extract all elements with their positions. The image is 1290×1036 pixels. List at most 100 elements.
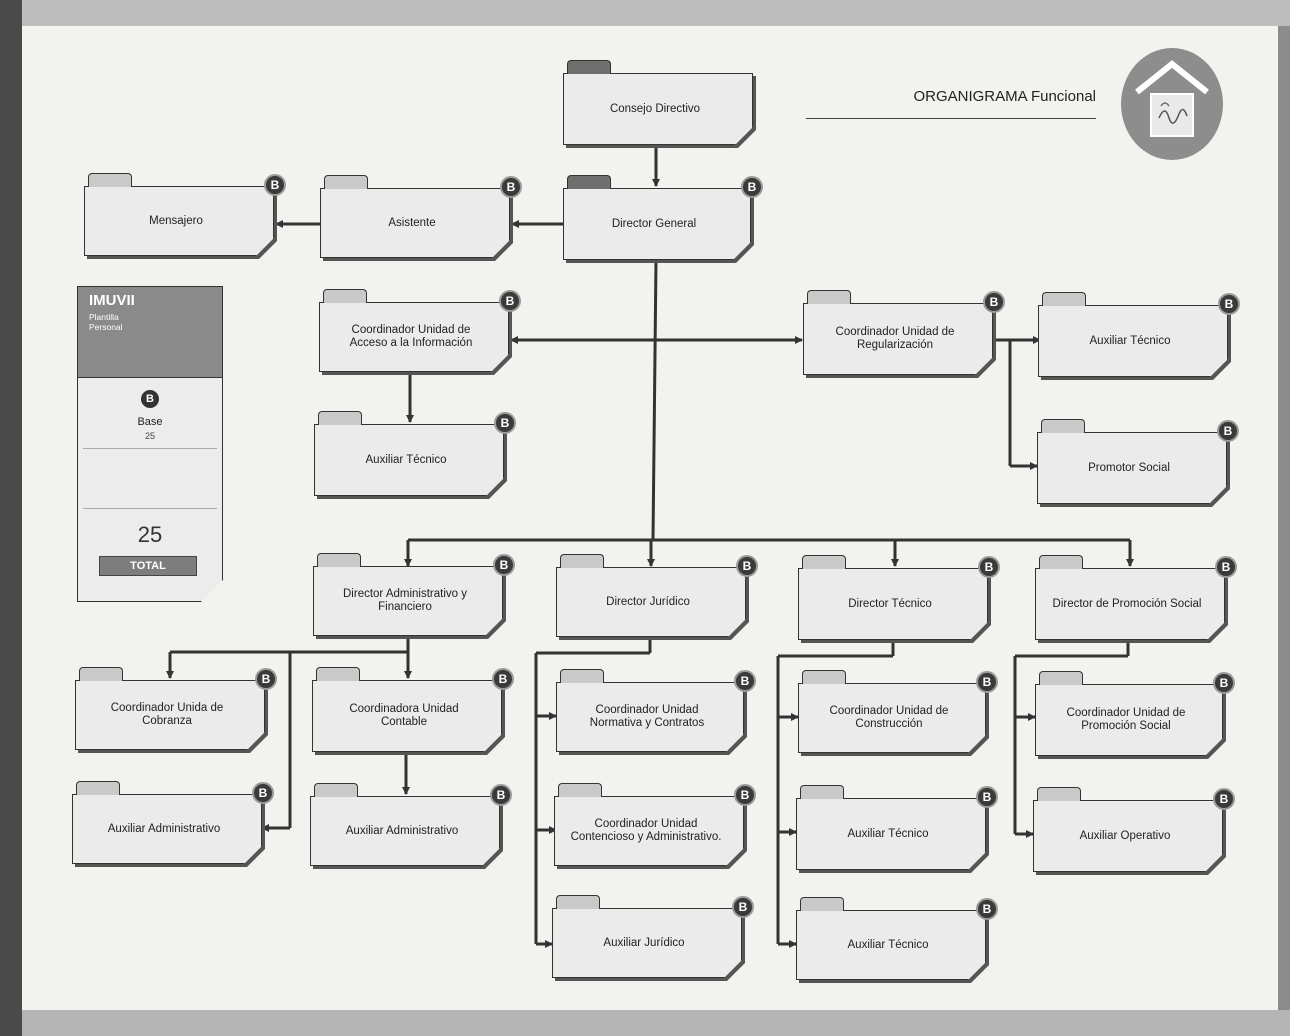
- node-label-line: Coordinador Unidad de: [1066, 707, 1186, 719]
- node-label-line: Contable: [380, 716, 428, 728]
- base-badge: B: [499, 290, 521, 312]
- base-badge: B: [976, 898, 998, 920]
- node-auxiliar-tecnico-t2: Auxiliar Técnico B: [796, 897, 998, 980]
- base-badge: B: [500, 176, 522, 198]
- base-badge: B: [736, 555, 758, 577]
- connector: [651, 259, 658, 541]
- base-badge: B: [732, 896, 754, 918]
- node-label-line: Regularización: [856, 339, 934, 351]
- node-label-line: Cobranza: [142, 715, 192, 727]
- summary-divider: [83, 448, 217, 449]
- base-badge: B: [734, 784, 756, 806]
- node-label-line: Coordinador Unida de: [110, 702, 224, 714]
- node-label: Auxiliar Técnico: [365, 453, 447, 466]
- node-label: Auxiliar Administrativo: [107, 822, 221, 835]
- node-label: Auxiliar Operativo: [1079, 829, 1171, 842]
- node-label: Director Jurídico: [606, 595, 690, 608]
- node-director-general: Director General B: [563, 175, 763, 260]
- node-auxiliar-administrativo-2: Auxiliar Administrativo B: [310, 783, 512, 866]
- base-badge: B: [492, 668, 514, 690]
- base-badge: B: [264, 174, 286, 196]
- base-badge: B: [1213, 788, 1235, 810]
- node-label-line: Construcción: [855, 718, 923, 730]
- summary-total-count: 25: [137, 522, 163, 547]
- summary-subtitle-line2: Personal: [89, 322, 123, 332]
- base-badge: B: [1217, 420, 1239, 442]
- base-badge: B: [1218, 293, 1240, 315]
- node-label-line: Coordinador Unidad de: [351, 324, 471, 336]
- base-badge: B: [983, 291, 1005, 313]
- summary-base-count: 25: [144, 431, 155, 441]
- node-label: Auxiliar Técnico: [1089, 334, 1171, 347]
- frame-top-edge: [22, 0, 1290, 26]
- node-auxiliar-juridico: Auxiliar Jurídico B: [552, 895, 754, 978]
- node-director-promocion-social: Director de Promoción Social B: [1035, 555, 1237, 640]
- node-label-line: Coordinadora Unidad: [349, 703, 459, 715]
- summary-total-label: TOTAL: [99, 556, 197, 576]
- node-auxiliar-tecnico-t1: Auxiliar Técnico B: [796, 785, 998, 870]
- base-badge: B: [490, 784, 512, 806]
- node-director-tecnico: Director Técnico B: [798, 555, 1000, 640]
- node-label: Asistente: [388, 216, 436, 229]
- base-badge: B: [494, 412, 516, 434]
- chart-title: ORGANIGRAMA Funcional: [913, 88, 1096, 105]
- summary-card-header: [77, 286, 223, 378]
- node-label: Consejo Directivo: [609, 102, 701, 115]
- base-badge: B: [976, 786, 998, 808]
- node-label-line: Promoción Social: [1081, 720, 1171, 732]
- node-consejo-directivo: Consejo Directivo: [563, 60, 753, 145]
- node-label: Mensajero: [149, 214, 203, 227]
- node-asistente: Asistente B: [320, 175, 522, 258]
- node-label-line: Contencioso y Administrativo.: [570, 831, 722, 843]
- summary-subtitle-line1: Plantilla: [89, 312, 119, 322]
- house-logo-icon: [1121, 48, 1223, 160]
- node-label-line: Coordinador Unidad de: [835, 326, 955, 338]
- summary-badge: B: [141, 390, 159, 408]
- node-label-line: Director Administrativo y: [343, 588, 467, 600]
- node-promotor-social: Promotor Social B: [1037, 419, 1239, 504]
- node-label-line: Coordinador Unidad: [595, 704, 699, 716]
- frame-left-edge: [0, 0, 22, 1036]
- base-badge: B: [1213, 672, 1235, 694]
- node-label-line: Acceso a la Información: [349, 337, 473, 349]
- node-label: Auxiliar Jurídico: [603, 936, 685, 949]
- base-badge: B: [976, 671, 998, 693]
- base-badge: B: [978, 556, 1000, 578]
- node-mensajero: Mensajero B: [84, 173, 286, 256]
- base-badge: B: [252, 782, 274, 804]
- base-badge: B: [493, 554, 515, 576]
- summary-divider: [83, 508, 217, 509]
- node-label: Promotor Social: [1088, 461, 1170, 474]
- base-badge: B: [1215, 556, 1237, 578]
- node-label: Director General: [611, 217, 697, 230]
- node-auxiliar-operativo: Auxiliar Operativo B: [1033, 787, 1235, 872]
- node-auxiliar-administrativo-1: Auxiliar Administrativo B: [72, 781, 274, 864]
- node-label-line: Coordinador Unidad: [594, 818, 698, 830]
- node-label-line: Financiero: [378, 601, 432, 613]
- base-badge: B: [734, 670, 756, 692]
- node-label: Auxiliar Técnico: [847, 938, 929, 951]
- title-underline: [806, 118, 1096, 119]
- node-auxiliar-tecnico-regularizacion: Auxiliar Técnico B: [1038, 292, 1240, 377]
- node-label-line: Coordinador Unidad de: [829, 705, 949, 717]
- node-label: Auxiliar Técnico: [847, 827, 929, 840]
- frame-right-edge: [1278, 26, 1290, 1010]
